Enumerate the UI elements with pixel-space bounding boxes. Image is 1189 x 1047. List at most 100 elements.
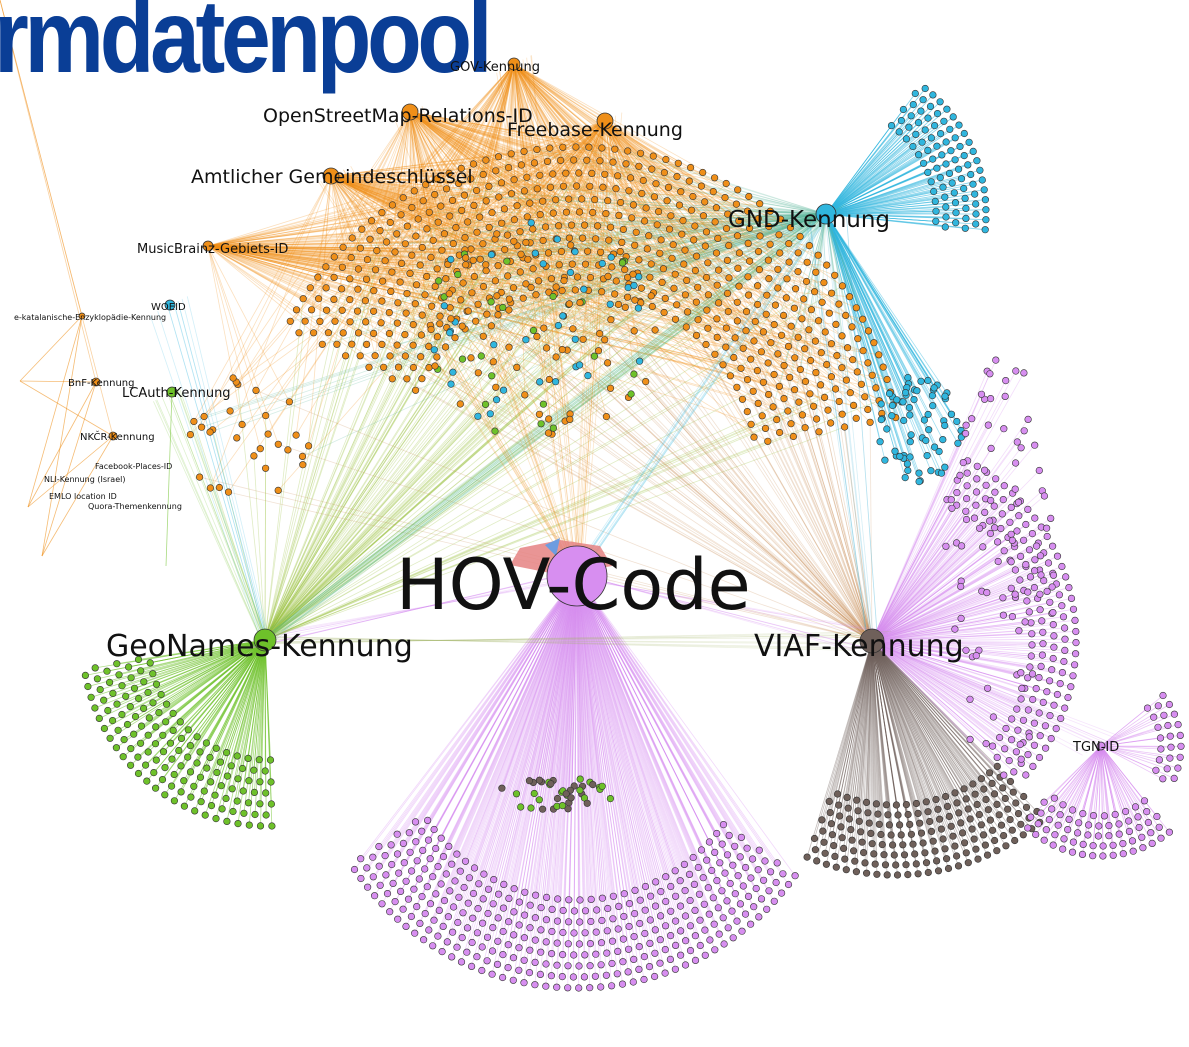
graph-node [906,820,914,829]
graph-node [622,160,630,168]
graph-edge [663,312,873,642]
graph-edge [440,575,578,885]
graph-node [1069,838,1077,846]
graph-node [119,753,127,761]
graph-edge [871,640,1075,666]
graph-node [418,243,426,252]
graph-edge [871,640,948,859]
graph-edge [576,575,581,780]
graph-node [958,829,967,837]
graph-node [371,352,379,360]
graph-node [106,734,114,742]
graph-edge [322,213,827,345]
graph-edge [825,213,882,420]
graph-node [483,933,492,941]
graph-edge [871,370,1017,642]
graph-edge [513,575,578,935]
graph-edge [576,575,580,944]
graph-node [628,214,636,222]
graph-node [602,413,611,421]
graph-node [747,420,755,428]
graph-node [213,768,221,777]
graph-edge [604,120,816,342]
graph-node [419,846,427,855]
graph-edge [871,613,1052,642]
graph-edge [330,175,575,252]
graph-edge [576,575,704,878]
graph-node [1004,805,1012,813]
graph-edge [871,492,958,642]
graph-node [842,311,850,320]
graph-node [229,807,237,816]
graph-edge [361,63,515,230]
graph-node [434,932,442,940]
graph-edge [576,575,681,881]
graph-node [565,896,573,904]
graph-edge [264,406,774,641]
graph-node [424,836,433,844]
graph-node [389,879,397,888]
graph-edge [806,640,873,858]
graph-edge [402,63,515,198]
graph-edge [409,111,625,270]
graph-node [267,800,276,808]
graph-node [631,296,639,304]
graph-node [536,970,545,979]
graph-node [1167,743,1175,751]
graph-node [1105,832,1113,840]
graph-edge [1100,745,1144,848]
graph-node [877,416,885,424]
graph-node [391,248,399,256]
graph-node [957,819,965,827]
graph-edge [482,575,578,900]
graph-edge [207,245,446,348]
graph-edge [1100,724,1179,747]
graph-node [196,473,204,481]
graph-node [971,190,979,198]
graph-node [691,956,700,965]
graph-edge [576,575,602,965]
graph-edge [460,213,827,301]
graph-edge [769,244,873,642]
graph-edge [696,255,873,642]
graph-edge [533,575,578,794]
graph-edge [576,575,682,932]
graph-node [753,300,762,309]
graph-node [233,797,241,805]
graph-edge [173,639,266,775]
graph-node [939,436,947,444]
graph-edge [416,575,578,907]
graph-edge [665,213,827,299]
graph-edge [409,111,430,347]
graph-edge [497,575,578,918]
graph-node [906,411,914,419]
graph-node [457,296,465,304]
graph-edge [207,245,604,280]
graph-node [986,529,995,538]
graph-node [261,767,269,775]
graph-node [118,710,126,719]
graph-node [1128,837,1137,845]
graph-edge [825,213,933,396]
graph-node [476,255,484,263]
graph-edge [415,575,578,823]
graph-node [770,897,778,905]
graph-node [789,432,798,441]
graph-edge [529,202,827,215]
graph-edge [409,111,658,226]
graph-node [715,930,723,938]
graph-node [515,944,523,952]
graph-node [1000,425,1008,433]
graph-edge [349,213,827,280]
graph-node [1050,794,1058,802]
graph-edge [604,120,636,246]
graph-node [542,938,550,946]
graph-edge [871,618,962,642]
graph-node [805,326,813,334]
graph-edge [264,334,422,641]
graph-edge [311,175,332,310]
graph-edge [207,245,868,410]
graph-node [1050,701,1058,709]
graph-edge [333,111,411,300]
graph-node [489,923,497,932]
